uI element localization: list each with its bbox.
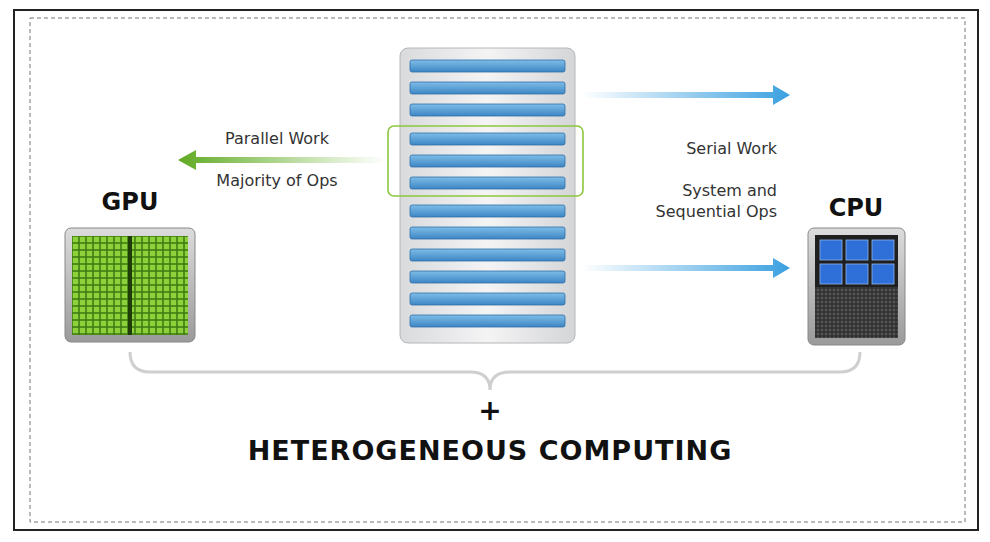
caption-text: HETEROGENEOUS COMPUTING bbox=[248, 433, 733, 468]
arrow-label: System and Sequential Ops bbox=[627, 181, 777, 223]
chip-title: GPU bbox=[56, 188, 204, 217]
arrow-label: Majority of Ops bbox=[216, 171, 337, 192]
arrow-label: Parallel Work bbox=[225, 129, 329, 150]
chip-title: CPU bbox=[787, 194, 925, 223]
cpu-block: CPU bbox=[787, 194, 925, 346]
plus-sign: + bbox=[478, 393, 501, 429]
arrow-label: Serial Work bbox=[686, 139, 777, 160]
gpu-block: GPU bbox=[56, 188, 204, 345]
